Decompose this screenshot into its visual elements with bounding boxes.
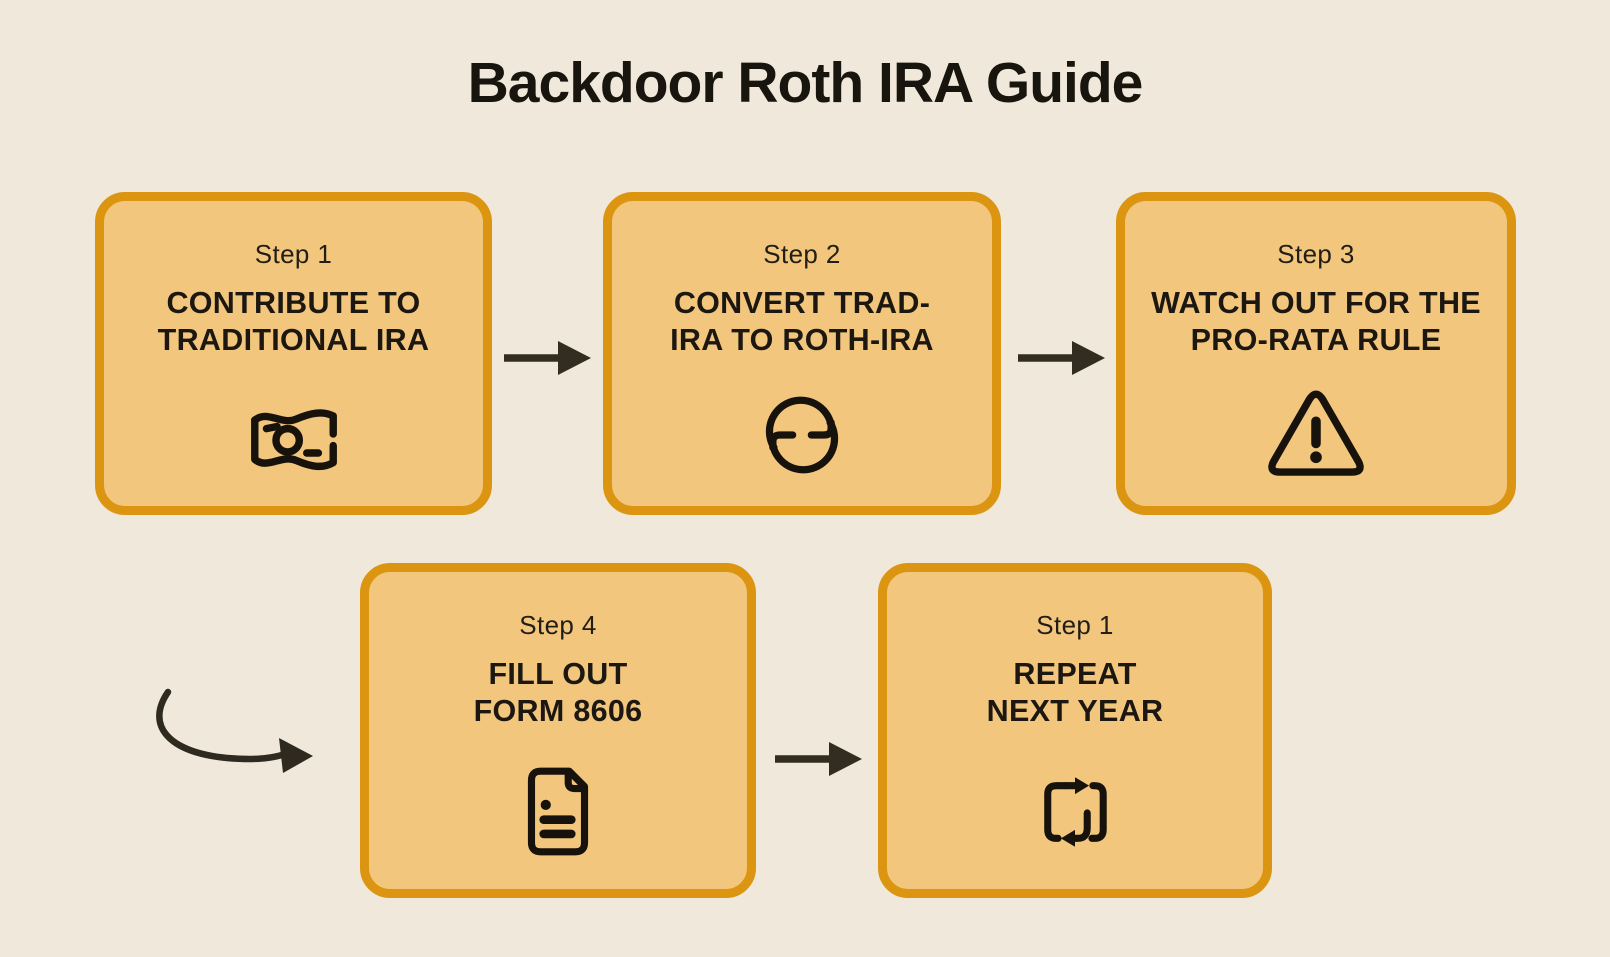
step-card-contribute: Step 1 CONTRIBUTE TO TRADITIONAL IRA — [95, 192, 492, 515]
warning-triangle-icon — [1268, 390, 1364, 476]
curved-arrow-icon — [156, 688, 313, 773]
step-card-form-8606: Step 4 FILL OUT FORM 8606 — [360, 563, 756, 898]
step-heading-line2: TRADITIONAL IRA — [157, 323, 430, 357]
step-label: Step 4 — [519, 610, 597, 640]
step-label: Step 2 — [763, 239, 841, 269]
step-heading-line2: PRO-RATA RULE — [1190, 323, 1442, 357]
sync-arrows-icon — [765, 396, 839, 473]
step-heading: FILL OUT FORM 8606 — [474, 656, 643, 730]
step-heading: REPEAT NEXT YEAR — [987, 656, 1164, 730]
step-card-repeat: Step 1 REPEAT NEXT YEAR — [878, 563, 1272, 898]
step-heading-line2: NEXT YEAR — [986, 694, 1164, 728]
step-heading-line1: CONVERT TRAD- — [673, 286, 931, 320]
step-heading-line1: CONTRIBUTE TO — [166, 286, 421, 320]
step-heading-line1: REPEAT — [1013, 657, 1137, 691]
arrow-right-icon — [504, 341, 591, 375]
step-heading: CONTRIBUTE TO TRADITIONAL IRA — [158, 285, 430, 359]
step-card-pro-rata: Step 3 WATCH OUT FOR THE PRO-RATA RULE — [1116, 192, 1516, 515]
step-label: Step 3 — [1277, 239, 1355, 269]
arrow-right-icon — [775, 742, 862, 776]
repeat-icon — [1044, 776, 1107, 847]
step-label: Step 1 — [1036, 610, 1114, 640]
step-label: Step 1 — [254, 239, 333, 269]
step-heading: CONVERT TRAD- IRA TO ROTH-IRA — [670, 285, 934, 359]
step-heading-line1: WATCH OUT FOR THE — [1151, 286, 1481, 320]
step-heading-line2: FORM 8606 — [473, 694, 643, 728]
arrow-right-icon — [1018, 341, 1105, 375]
step-heading: WATCH OUT FOR THE PRO-RATA RULE — [1151, 285, 1481, 359]
step-heading-line2: IRA TO ROTH-IRA — [670, 323, 934, 357]
step-card-convert: Step 2 CONVERT TRAD- IRA TO ROTH-IRA — [603, 192, 1001, 515]
document-icon — [527, 767, 589, 855]
banknote-icon — [250, 408, 337, 470]
step-heading-line1: FILL OUT — [488, 657, 628, 691]
page-title: Backdoor Roth IRA Guide — [467, 51, 1144, 115]
